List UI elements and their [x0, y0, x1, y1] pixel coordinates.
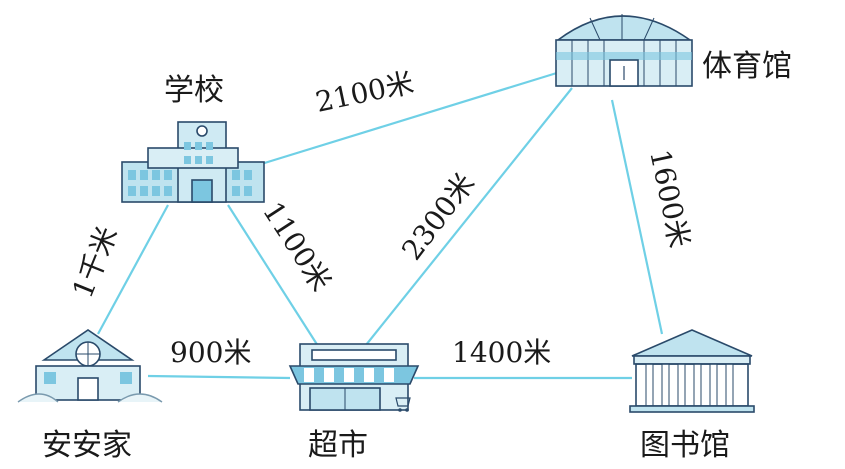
edge-stadium-library: [610, 99, 664, 335]
home-label: 安安家: [42, 428, 132, 463]
school-label: 学校: [164, 73, 224, 108]
supermarket-building-icon: [288, 343, 420, 412]
edge-school-home: [97, 204, 169, 335]
edge-label-school-home: 1千米: [66, 222, 124, 303]
edge-school-stadium: [257, 70, 561, 167]
edge-supermarket-stadium: [365, 87, 573, 346]
edge-label-stadium-library: 1600米: [643, 147, 696, 251]
stadium-building-icon: [555, 14, 693, 87]
library-label: 图书馆: [640, 428, 730, 463]
edges: [97, 70, 664, 380]
supermarket-label: 超市: [308, 428, 368, 463]
home-building-icon: [17, 329, 163, 403]
node-labels: 学校 体育馆 安安家 超市 图书馆: [42, 49, 792, 463]
edge-home-supermarket: [147, 374, 291, 380]
edge-label-school-supermarket: 1100米: [256, 196, 338, 297]
edge-label-home-supermarket: 900米: [170, 336, 251, 369]
edge-school-supermarket: [227, 204, 319, 347]
edge-label-school-stadium: 2100米: [313, 66, 417, 119]
edge-label-supermarket-library: 1400米: [452, 336, 551, 369]
school-building-icon: [121, 121, 265, 203]
library-building-icon: [629, 329, 755, 413]
stadium-label: 体育馆: [702, 49, 792, 84]
